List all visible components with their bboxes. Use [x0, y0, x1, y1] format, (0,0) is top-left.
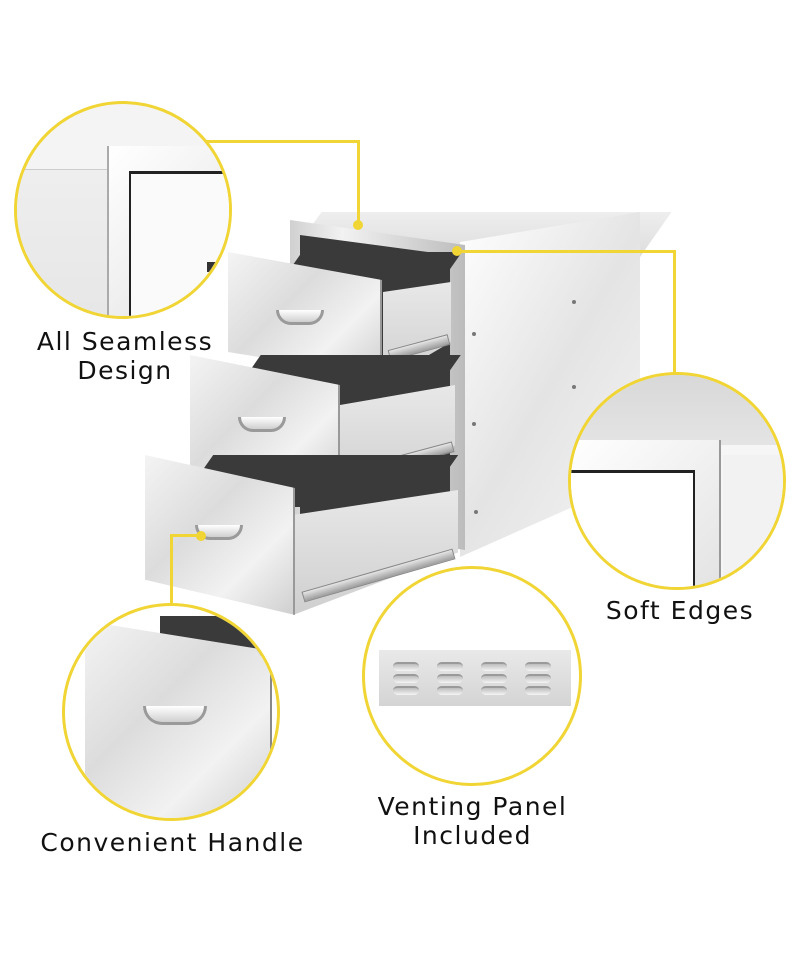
screw [472, 422, 476, 426]
label-line: Included [413, 821, 532, 850]
connector-seamless-v [357, 140, 360, 225]
label-line: Venting Panel [377, 792, 568, 821]
connector-handle-h [170, 534, 200, 537]
connector-handle-dot [196, 531, 206, 541]
drawer-handle[interactable] [238, 417, 286, 432]
cabinet-top-face [571, 375, 783, 445]
vent-slot [437, 686, 463, 695]
door-panel [571, 470, 695, 587]
cabinet-side-face [723, 455, 783, 587]
callout-seamless-zoom [14, 101, 232, 319]
vent-slot [525, 674, 551, 683]
vent-slot [437, 662, 463, 671]
vent-panel [379, 650, 571, 706]
connector-soft-dot [452, 246, 462, 256]
screw [474, 510, 478, 514]
door-panel [129, 171, 229, 316]
vent-slot [393, 662, 419, 671]
connector-seamless-dot [353, 220, 363, 230]
vent-slot [481, 662, 507, 671]
callout-handle-label: Convenient Handle [30, 828, 315, 857]
screw [572, 300, 576, 304]
label-line: Convenient Handle [40, 828, 305, 857]
callout-soft-edges-label: Soft Edges [590, 596, 770, 625]
callout-handle-zoom [62, 603, 280, 821]
screw [472, 332, 476, 336]
vent-slot [393, 674, 419, 683]
connector-soft-v [673, 250, 676, 375]
callout-venting-zoom [362, 566, 582, 786]
vent-slot [481, 674, 507, 683]
panel-side [17, 169, 107, 316]
vent-slot [437, 674, 463, 683]
callout-venting-label: Venting Panel Included [360, 792, 585, 850]
label-line: All Seamless [36, 327, 214, 356]
drawer-unit [140, 200, 672, 620]
label-line: Soft Edges [605, 596, 755, 625]
vent-slot [525, 686, 551, 695]
drawer-handle [143, 706, 207, 725]
callout-soft-edges-zoom [568, 372, 786, 590]
vent-slot [525, 662, 551, 671]
label-line: Design [77, 356, 173, 385]
callout-seamless-label: All Seamless Design [20, 327, 230, 385]
vent-slot [481, 686, 507, 695]
connector-seamless-h [205, 140, 360, 143]
latch [207, 262, 221, 272]
drawer-handle[interactable] [276, 310, 324, 325]
connector-soft-h [458, 250, 675, 253]
vent-slot [393, 686, 419, 695]
connector-handle-v [170, 534, 173, 606]
